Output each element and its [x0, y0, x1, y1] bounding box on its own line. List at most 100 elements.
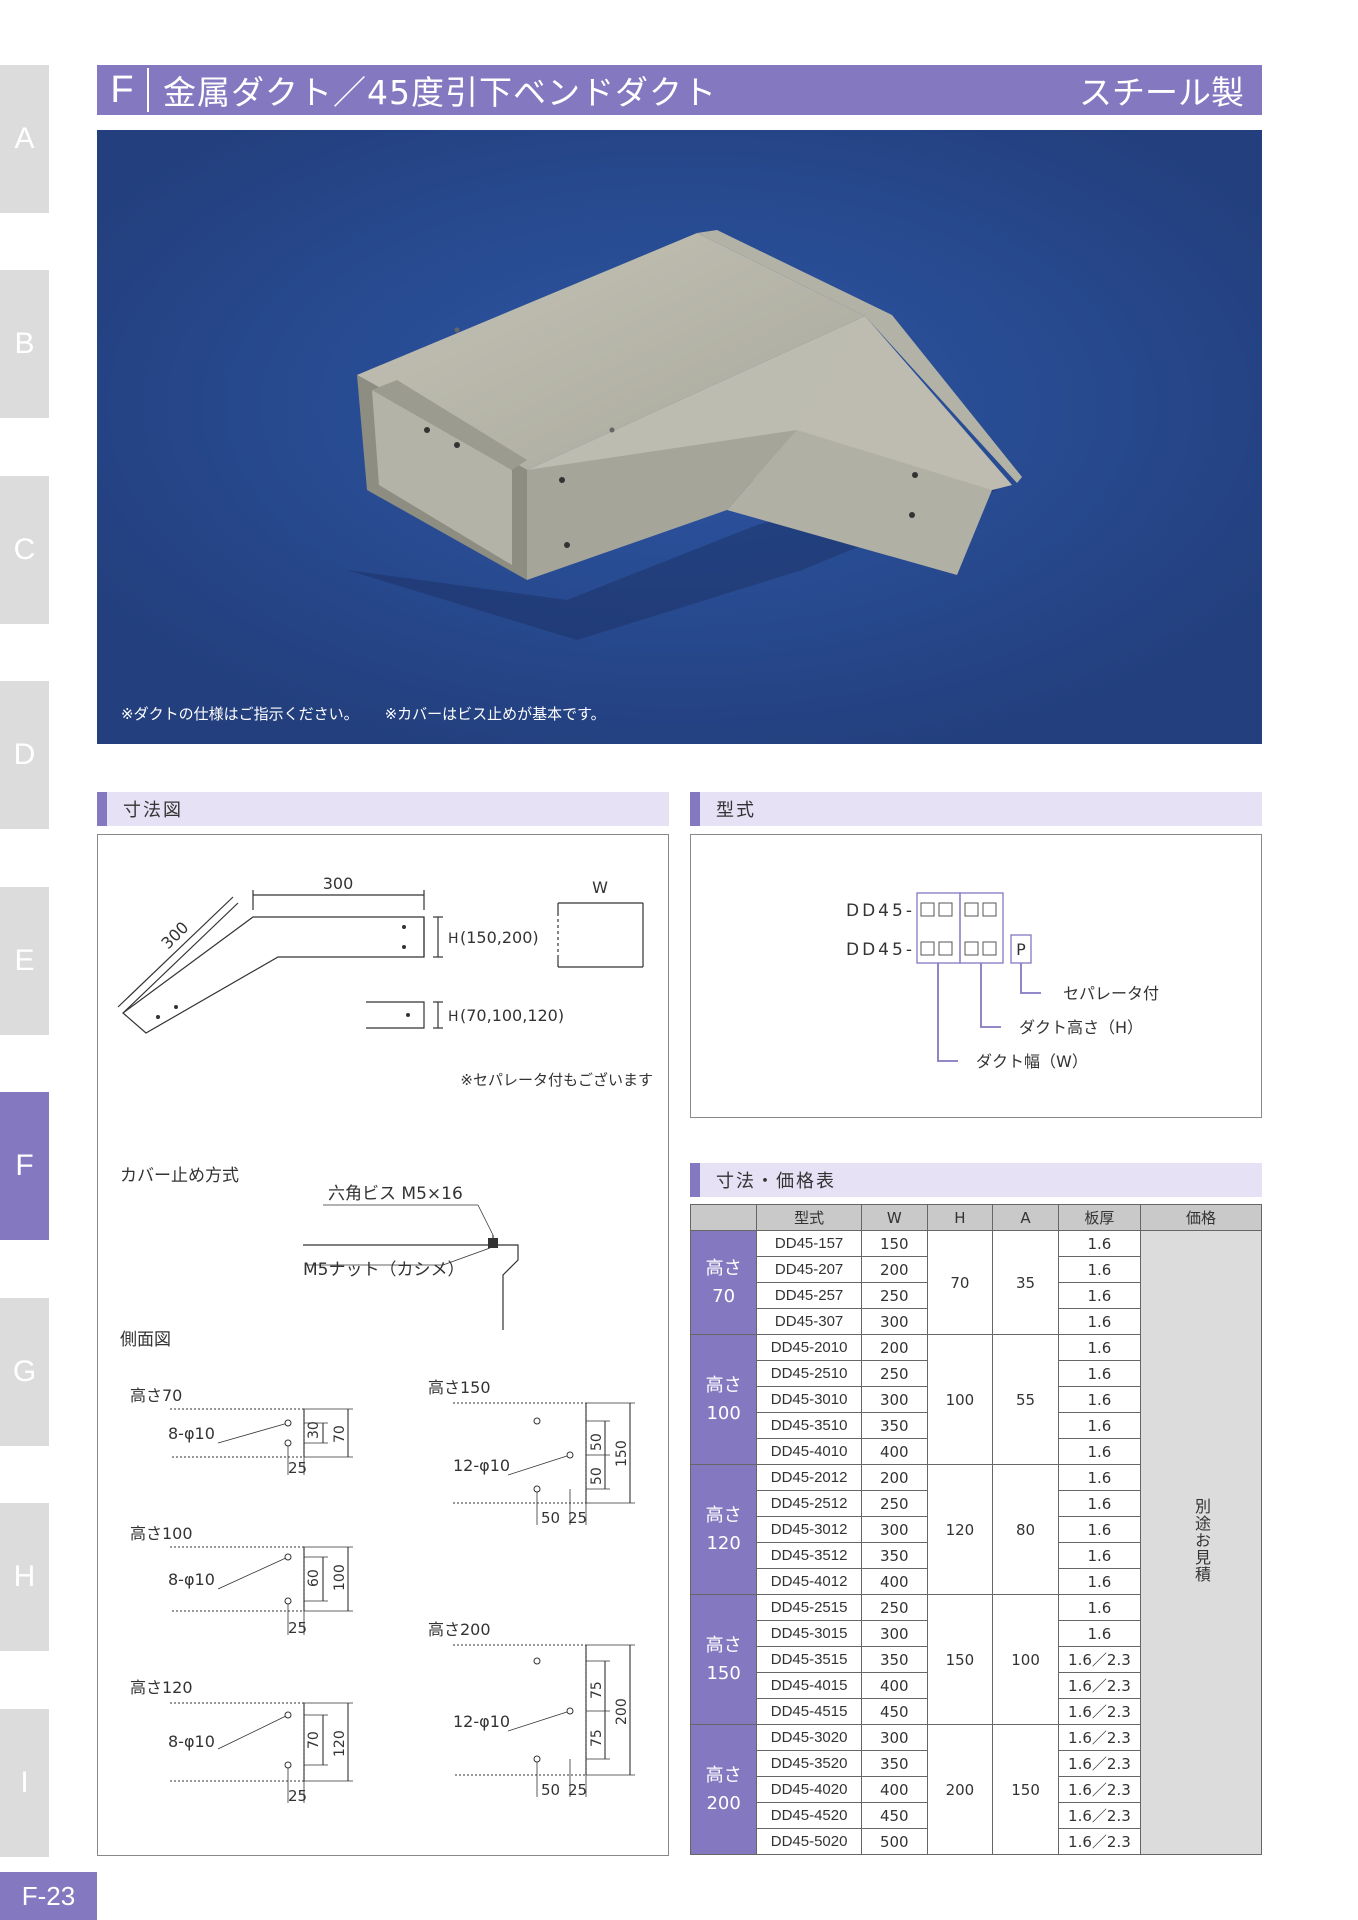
cell-w: 350 [860, 1750, 928, 1777]
cell-model: DD45-3012 [756, 1516, 862, 1543]
cell-model: DD45-2512 [756, 1490, 862, 1517]
side-tab-label: A [14, 122, 35, 155]
cell-model: DD45-3020 [756, 1724, 862, 1751]
side-view-120-holes: 8-φ10 [168, 1732, 215, 1751]
side-view-150-holes: 12-φ10 [453, 1456, 510, 1475]
side-tab-f[interactable]: F [0, 1092, 49, 1240]
cell-model: DD45-4020 [756, 1776, 862, 1803]
cell-thickness: 1.6／2.3 [1057, 1724, 1141, 1751]
table-header-row: 型式 W H A 板厚 価格 [689, 1204, 1263, 1231]
page-number: F-23 [0, 1872, 97, 1920]
cell-model: DD45-4015 [756, 1672, 862, 1699]
cell-w: 300 [860, 1516, 928, 1543]
table-header-thickness: 板厚 [1057, 1204, 1141, 1231]
cell-w: 300 [860, 1620, 928, 1647]
cell-model: DD45-2012 [756, 1464, 862, 1491]
side-view-70-outer: 70 [332, 1425, 348, 1443]
hero-note-spec: ※ダクトの仕様はご指示ください。 [121, 705, 359, 723]
cell-a: 55 [992, 1334, 1059, 1465]
cell-thickness: 1.6 [1057, 1256, 1141, 1283]
cell-thickness: 1.6／2.3 [1057, 1828, 1141, 1855]
cell-model: DD45-2515 [756, 1594, 862, 1621]
cell-a: 100 [992, 1594, 1059, 1725]
cell-model: DD45-157 [756, 1230, 862, 1257]
cell-model: DD45-4515 [756, 1698, 862, 1725]
cell-model: DD45-3512 [756, 1542, 862, 1569]
side-tab-g[interactable]: G [0, 1298, 49, 1446]
cell-w: 450 [860, 1802, 928, 1829]
table-header-group [689, 1204, 758, 1231]
hero-note-cover: ※カバーはビス止めが基本です。 [384, 705, 606, 723]
separator-suffix: P [1016, 940, 1026, 959]
model-code-diagram: DD45- DD45- P セパレータ付 ダクト高さ（H） ダクト幅（W） [846, 892, 1159, 1071]
side-view-200-outer: 200 [614, 1698, 630, 1725]
cell-w: 300 [860, 1724, 928, 1751]
dim-height-label-sep: H [448, 1009, 459, 1025]
material-label: スチール製 [1079, 73, 1244, 112]
side-tab-h[interactable]: H [0, 1503, 49, 1651]
side-tab-a[interactable]: A [0, 65, 49, 213]
side-tab-label: E [14, 944, 35, 977]
cell-model: DD45-3010 [756, 1386, 862, 1413]
dimension-drawing: 300 300 W H (150,200) H (70,100,120) ※セパ… [117, 874, 653, 1805]
cell-w: 300 [860, 1386, 928, 1413]
cell-thickness: 1.6／2.3 [1057, 1802, 1141, 1829]
dim-width-label: W [592, 878, 608, 897]
cell-w: 200 [860, 1334, 928, 1361]
side-tab-c[interactable]: C [0, 476, 49, 624]
cell-a: 150 [992, 1724, 1059, 1855]
cell-w: 350 [860, 1542, 928, 1569]
cell-model: DD45-3015 [756, 1620, 862, 1647]
side-tab-label: G [12, 1355, 37, 1388]
cell-w: 200 [860, 1464, 928, 1491]
side-tab-i[interactable]: I [0, 1709, 49, 1857]
side-view-100-outer: 100 [332, 1564, 348, 1591]
side-view-70-inner: 30 [306, 1421, 322, 1439]
cell-thickness: 1.6 [1057, 1334, 1141, 1361]
side-tab-e[interactable]: E [0, 887, 49, 1035]
cell-w: 300 [860, 1308, 928, 1335]
cell-h: 150 [926, 1594, 994, 1725]
side-view-150-outer: 150 [614, 1440, 630, 1467]
side-tab-d[interactable]: D [0, 681, 49, 829]
section-title: 型式 [716, 800, 756, 821]
side-tab-b[interactable]: B [0, 270, 49, 418]
cell-thickness: 1.6 [1057, 1438, 1141, 1465]
section-header-dimensions: 寸法図 [97, 792, 669, 826]
cell-thickness: 1.6 [1057, 1568, 1141, 1595]
cover-fastening-title: カバー止め方式 [120, 1166, 239, 1186]
cell-thickness: 1.6 [1057, 1360, 1141, 1387]
cell-thickness: 1.6 [1057, 1386, 1141, 1413]
dim-length-top: 300 [323, 874, 354, 893]
cell-thickness: 1.6 [1057, 1594, 1141, 1621]
duct-illustration [97, 130, 1262, 744]
section-header-model: 型式 [690, 792, 1262, 826]
side-view-70-holes: 8-φ10 [168, 1424, 215, 1443]
side-tab-label: F [15, 1149, 34, 1182]
side-view-100-holes: 8-φ10 [168, 1570, 215, 1589]
cell-w: 150 [860, 1230, 928, 1257]
legend-height: ダクト高さ（H） [1019, 1018, 1143, 1037]
dim-height-label: H [448, 931, 459, 947]
cell-model: DD45-3515 [756, 1646, 862, 1673]
cell-h: 100 [926, 1334, 994, 1465]
side-view-150-label: 高さ150 [428, 1378, 491, 1397]
cell-model: DD45-4010 [756, 1438, 862, 1465]
side-view-120-edge: 25 [288, 1787, 307, 1805]
cell-thickness: 1.6／2.3 [1057, 1776, 1141, 1803]
side-tab-label: D [13, 738, 36, 771]
cell-thickness: 1.6 [1057, 1308, 1141, 1335]
